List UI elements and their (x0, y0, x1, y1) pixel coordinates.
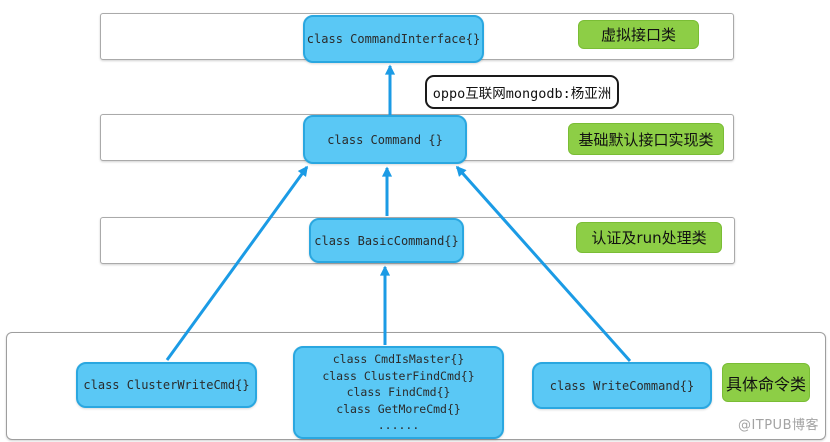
node-basic-command: class BasicCommand{} (309, 218, 464, 263)
badge-concrete-command-class: 具体命令类 (722, 363, 810, 402)
node-cluster-write-cmd: class ClusterWriteCmd{} (76, 362, 257, 408)
watermark-itpub: @ITPUB博客 (737, 418, 819, 433)
badge-default-impl-class: 基础默认接口实现类 (568, 123, 724, 155)
command-list-line: class FindCmd{} (346, 385, 451, 400)
node-write-command: class WriteCommand{} (532, 362, 712, 409)
command-list-line: ...... (377, 418, 420, 433)
command-list-line: class GetMoreCmd{} (336, 401, 461, 416)
author-callout: oppo互联网mongodb:杨亚洲 (425, 75, 619, 109)
command-list-line: class CmdIsMaster{} (332, 352, 465, 367)
badge-virtual-interface-class: 虚拟接口类 (578, 20, 699, 49)
node-command: class Command {} (303, 115, 467, 164)
node-concrete-command-list: class CmdIsMaster{} class ClusterFindCmd… (293, 346, 504, 439)
node-command-interface: class CommandInterface{} (303, 15, 484, 63)
badge-auth-run-class: 认证及run处理类 (576, 222, 722, 253)
command-list-line: class ClusterFindCmd{} (322, 368, 475, 383)
